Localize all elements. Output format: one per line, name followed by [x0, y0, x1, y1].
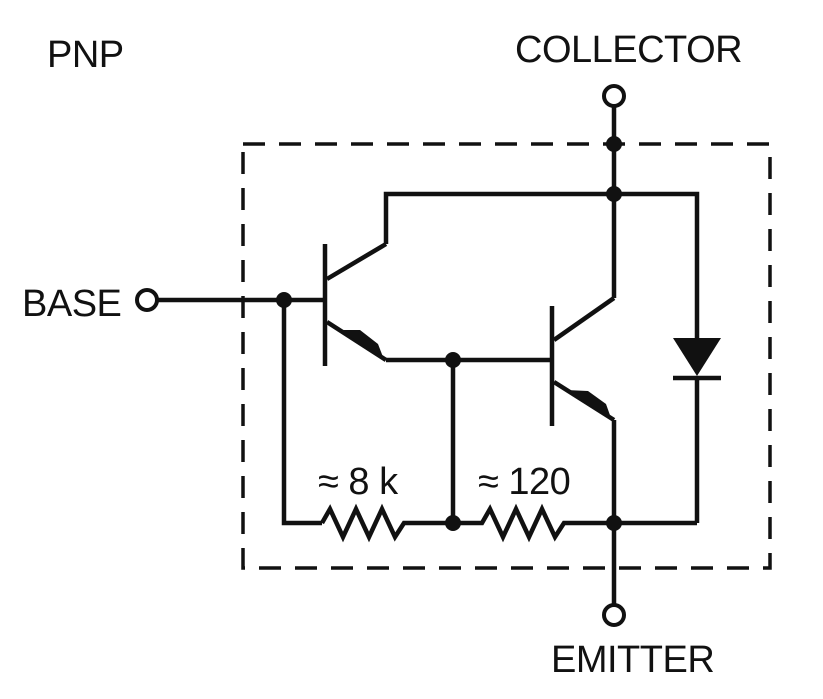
junction-dot	[606, 515, 622, 531]
package-outline	[241, 142, 772, 570]
emitter-label: EMITTER	[551, 639, 714, 681]
junction-dot	[445, 515, 461, 531]
top-collector-bus	[383, 191, 700, 338]
resistor-r1-label: ≈ 8 k	[318, 461, 399, 503]
base-return-wire	[281, 300, 322, 526]
junction-dot	[445, 352, 461, 368]
junction-dot	[606, 136, 622, 152]
resistor-r2	[453, 503, 697, 543]
resistor-r2-label: ≈ 120	[478, 461, 570, 503]
collector-terminal	[602, 84, 626, 108]
diagram-title: PNP	[47, 34, 124, 76]
transistor-q1	[322, 242, 388, 366]
junction-dot	[276, 292, 292, 308]
junction-dot	[606, 186, 622, 202]
resistor-r1	[320, 503, 453, 543]
base-terminal	[135, 288, 159, 312]
transistor-q2	[549, 296, 616, 426]
base-label: BASE	[22, 283, 121, 325]
collector-label: COLLECTOR	[515, 29, 742, 71]
emitter-terminal	[602, 603, 626, 627]
diode-symbol	[673, 338, 721, 523]
